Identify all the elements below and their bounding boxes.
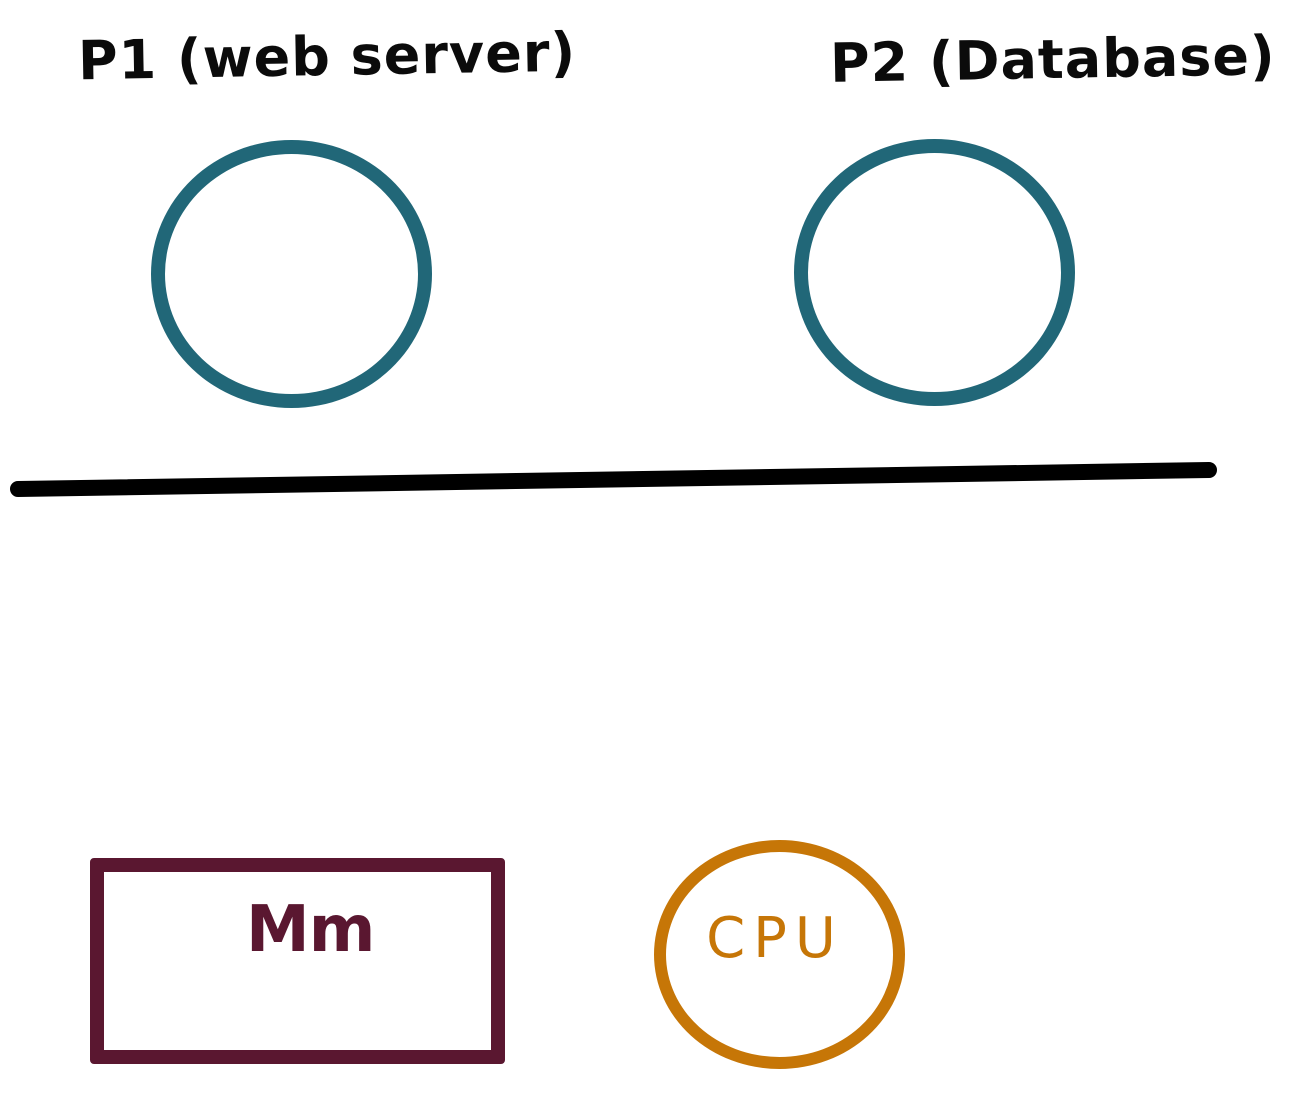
memory-box [90,858,505,1064]
divider-line [10,462,1217,497]
cpu-label: CPU [706,906,844,971]
memory-label: Mm [246,893,375,967]
